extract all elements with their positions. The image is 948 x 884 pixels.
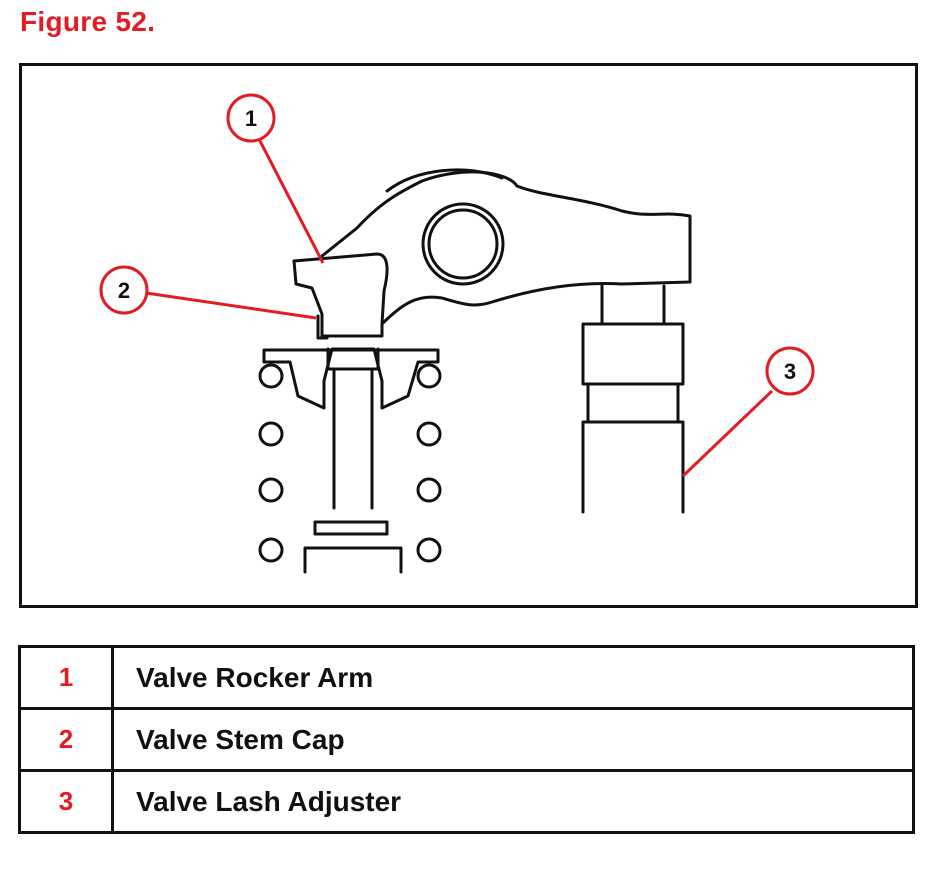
callout-2: 2 xyxy=(99,265,149,315)
lash-adjuster-neck xyxy=(586,382,680,424)
diagram-frame: 1 2 3 xyxy=(19,63,918,608)
callout-2-leader xyxy=(145,291,317,320)
legend-number: 2 xyxy=(18,707,114,772)
rocker-arm-shape xyxy=(292,170,692,326)
legend-number: 3 xyxy=(18,769,114,834)
valve-stem xyxy=(332,367,374,510)
valvetrain-diagram: 1 2 3 xyxy=(99,93,815,574)
valve-guide-seal xyxy=(313,520,389,536)
callout-1-number: 1 xyxy=(245,106,257,131)
callout-3-leader xyxy=(681,389,774,478)
spring-coil xyxy=(258,537,284,563)
lash-adjuster-collar xyxy=(581,322,685,386)
valve-stem-cap xyxy=(292,259,384,338)
callout-1-leader xyxy=(257,138,325,264)
lash-adjuster-body xyxy=(581,420,685,514)
rocker-arm-top-edge xyxy=(385,168,504,193)
valve-guide xyxy=(303,546,403,574)
figure-title: Figure 52. xyxy=(20,6,156,37)
callout-3-number: 3 xyxy=(784,359,796,384)
stem-cap-left-edge xyxy=(316,314,329,340)
callout-3: 3 xyxy=(765,346,815,396)
spring-coil xyxy=(258,421,284,447)
rocker-pivot-outer xyxy=(421,202,505,286)
spring-coil xyxy=(258,363,284,389)
spring-coil xyxy=(416,477,442,503)
spring-coil xyxy=(416,421,442,447)
legend-table: 1 Valve Rocker Arm 2 Valve Stem Cap 3 Va… xyxy=(18,645,915,834)
callout-1: 1 xyxy=(226,93,276,143)
legend-part-name: Valve Lash Adjuster xyxy=(111,769,915,834)
legend-part-name: Valve Stem Cap xyxy=(111,707,915,772)
callout-2-number: 2 xyxy=(118,278,130,303)
spring-coil xyxy=(258,477,284,503)
legend-row: 3 Valve Lash Adjuster xyxy=(18,769,915,834)
legend-part-name: Valve Rocker Arm xyxy=(111,645,915,710)
spring-retainer xyxy=(262,347,440,410)
spring-coil xyxy=(416,537,442,563)
spring-coil xyxy=(416,363,442,389)
legend-row: 1 Valve Rocker Arm xyxy=(18,645,915,710)
valve-keeper xyxy=(326,347,380,371)
rocker-pivot-inner xyxy=(427,208,499,280)
lash-adjuster-plunger xyxy=(600,284,666,326)
legend-row: 2 Valve Stem Cap xyxy=(18,707,915,772)
legend-number: 1 xyxy=(18,645,114,710)
